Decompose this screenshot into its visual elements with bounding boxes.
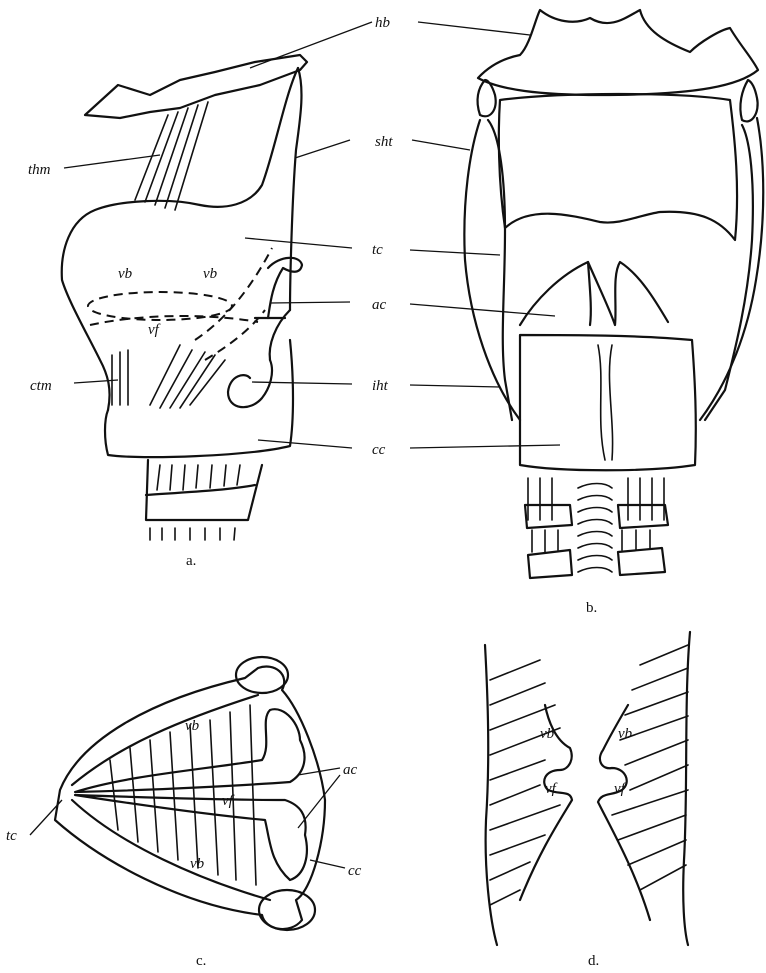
panel-c-superior-view bbox=[55, 657, 325, 930]
panel-d-coronal-section bbox=[485, 632, 690, 945]
caption-a: a. bbox=[186, 553, 196, 569]
panel-captions: a. b. c. d. bbox=[186, 553, 599, 969]
label-vp: vb bbox=[203, 266, 218, 282]
label-hb: hb bbox=[375, 15, 391, 31]
label-vb-d-right: vb bbox=[618, 726, 633, 742]
label-tc-c: tc bbox=[6, 828, 17, 844]
label-vf-a: vf bbox=[148, 322, 161, 338]
label-vb-a: vb bbox=[118, 266, 133, 282]
leader-lines bbox=[30, 22, 560, 868]
label-vf-d-right: vf bbox=[614, 781, 627, 797]
caption-d: d. bbox=[588, 953, 599, 969]
label-iht: iht bbox=[372, 378, 389, 394]
label-cc: cc bbox=[372, 442, 386, 458]
label-sht-b: sht bbox=[375, 134, 393, 150]
label-vb-c-bottom: vb bbox=[190, 856, 205, 872]
label-ac: ac bbox=[372, 297, 387, 313]
label-vb-d-left: vb bbox=[540, 726, 555, 742]
label-vf-d-left: vf bbox=[545, 781, 558, 797]
label-tc: tc bbox=[372, 242, 383, 258]
label-text-group: hb thm sht vb vb tc ac vf ctm iht cc vb … bbox=[6, 15, 633, 879]
label-vf-c: vf bbox=[222, 793, 235, 809]
label-cc-c: cc bbox=[348, 863, 362, 879]
caption-c: c. bbox=[196, 953, 206, 969]
panel-b-posterior-view bbox=[464, 10, 763, 578]
caption-b: b. bbox=[586, 600, 597, 616]
label-ac-c: ac bbox=[343, 762, 358, 778]
panel-a-lateral-view bbox=[62, 55, 307, 540]
label-vb-c-top: vb bbox=[185, 718, 200, 734]
label-ctm: ctm bbox=[30, 378, 52, 394]
label-thm: thm bbox=[28, 162, 51, 178]
